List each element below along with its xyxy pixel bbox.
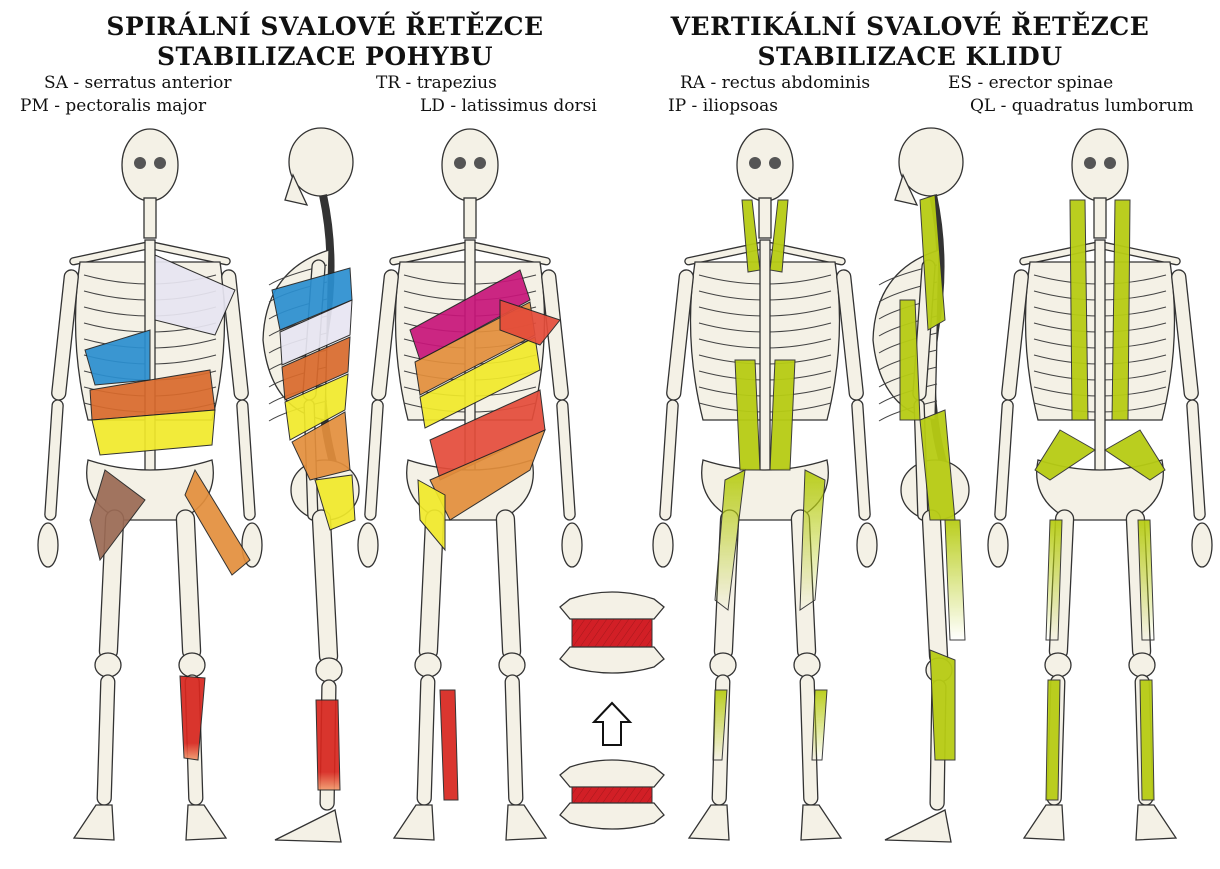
- eye-socket: [134, 157, 146, 169]
- foot: [1024, 805, 1064, 840]
- skull: [442, 129, 498, 201]
- disc-fibers: [572, 787, 652, 803]
- humerus: [371, 269, 399, 400]
- forearm: [852, 400, 871, 521]
- knee: [95, 653, 121, 677]
- disc-fibers: [572, 619, 652, 647]
- forearm: [660, 400, 679, 521]
- forearm: [557, 400, 576, 521]
- humerus: [1171, 269, 1199, 400]
- vertebra-body-top: [560, 592, 664, 619]
- foot: [506, 805, 546, 840]
- forearm: [995, 400, 1014, 521]
- calf-band: [1046, 680, 1060, 800]
- foot: [1136, 805, 1176, 840]
- erector-spinae-band: [1112, 200, 1130, 420]
- knee: [499, 653, 525, 677]
- hand: [653, 523, 673, 567]
- spine: [1095, 240, 1105, 480]
- eye-socket: [1084, 157, 1096, 169]
- eye-socket: [749, 157, 761, 169]
- lower-leg-red: [440, 690, 458, 800]
- spine: [760, 240, 770, 480]
- foot: [186, 805, 226, 840]
- lower-leg-red: [316, 700, 340, 790]
- lower-leg-band: [812, 690, 827, 760]
- calf-band: [1140, 680, 1154, 800]
- femur: [176, 510, 201, 661]
- hand: [358, 523, 378, 567]
- femur: [312, 510, 338, 666]
- cervical-spine: [144, 198, 156, 238]
- rectus-abdominis-band: [770, 360, 795, 470]
- eye-socket: [1104, 157, 1116, 169]
- sternocleidomastoid-band: [770, 200, 788, 272]
- tibia: [97, 675, 115, 805]
- humerus: [836, 269, 864, 400]
- knee: [316, 658, 342, 682]
- foot: [74, 805, 114, 840]
- knee: [1129, 653, 1155, 677]
- hand: [38, 523, 58, 567]
- foot: [394, 805, 434, 840]
- skull: [1072, 129, 1128, 201]
- foot: [801, 805, 841, 840]
- eye-socket: [474, 157, 486, 169]
- sternocleidomastoid-band: [742, 200, 760, 272]
- skeleton-front-vertical: [653, 129, 877, 840]
- knee: [179, 653, 205, 677]
- foot: [885, 810, 951, 842]
- vertebra-body-bottom: [560, 803, 664, 829]
- femur: [922, 510, 948, 666]
- tibia: [417, 675, 435, 805]
- hand: [857, 523, 877, 567]
- knee: [794, 653, 820, 677]
- femur: [496, 510, 521, 661]
- rectus-abdominis-band: [735, 360, 760, 470]
- calf-band: [930, 650, 955, 760]
- forearm: [45, 400, 64, 521]
- knee: [710, 653, 736, 677]
- thigh-band: [945, 520, 965, 640]
- hand: [562, 523, 582, 567]
- cervical-spine: [464, 198, 476, 238]
- forearm: [237, 400, 256, 521]
- iliopsoas-band: [800, 470, 825, 610]
- humerus: [51, 269, 79, 400]
- skeleton-back-vertical: [988, 129, 1212, 840]
- skull: [122, 129, 178, 201]
- humerus: [666, 269, 694, 400]
- forearm: [365, 400, 384, 521]
- skull: [737, 129, 793, 201]
- cervical-spine: [1094, 198, 1106, 238]
- hand: [988, 523, 1008, 567]
- vertebra-body-bottom: [560, 647, 664, 673]
- humerus: [1001, 269, 1029, 400]
- erector-spinae-band: [1070, 200, 1088, 420]
- knee: [1045, 653, 1071, 677]
- vertebra-thick-disc: [560, 592, 664, 673]
- skeleton-front-spiral: [38, 129, 262, 840]
- cervical-spine: [759, 198, 771, 238]
- hand: [1192, 523, 1212, 567]
- forearm: [1187, 400, 1206, 521]
- eye-socket: [154, 157, 166, 169]
- foot: [275, 810, 341, 842]
- up-arrow-outline-icon: [594, 703, 630, 745]
- eye-socket: [454, 157, 466, 169]
- knee: [415, 653, 441, 677]
- eye-socket: [769, 157, 781, 169]
- foot: [689, 805, 729, 840]
- tibia: [505, 675, 523, 805]
- vertebra-body-top: [560, 760, 664, 787]
- vertebra-thin-disc: [560, 760, 664, 829]
